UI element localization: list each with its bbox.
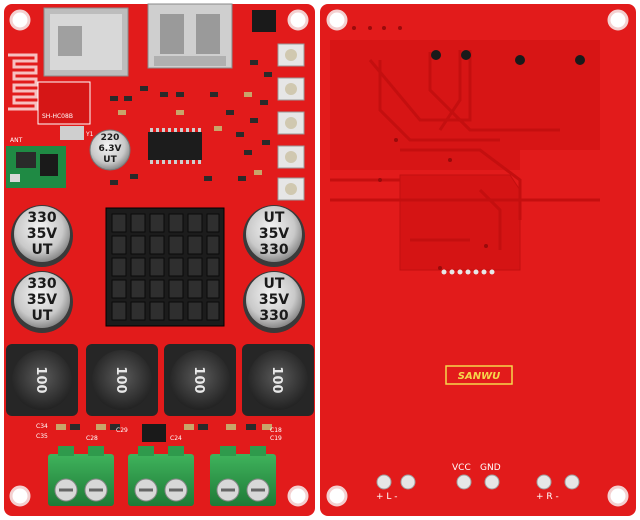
back-board: SANWU VCC GND + L - + R -: [320, 4, 636, 516]
cap-br-line3: 330: [259, 308, 288, 324]
header-pads: [441, 269, 495, 275]
cap-br-line1: UT: [264, 276, 285, 292]
cap-tr-line2: 35V: [259, 226, 289, 242]
crystal-label: Y1: [85, 131, 94, 138]
main-ic: [148, 132, 202, 160]
sanwu-logo: SANWU: [445, 365, 513, 385]
terminal-right: [210, 446, 276, 506]
capacitor-top-left: 330 35V UT: [11, 205, 73, 267]
back-mounting-holes: [326, 9, 629, 507]
cap-bl-line3: UT: [32, 308, 53, 324]
smd-components: [110, 60, 272, 185]
antenna-trace: [8, 53, 38, 111]
silk-c34: C34: [36, 423, 48, 430]
cap-bl-line1: 330: [27, 276, 56, 292]
copper-pour-center: [399, 174, 521, 271]
back-holes: [431, 50, 585, 65]
back-vias: [352, 26, 488, 270]
inductor-3-label: 100: [191, 366, 206, 393]
smd-caps-tan: [118, 92, 262, 175]
capacitor-bottom-right: UT 35V 330: [243, 271, 305, 333]
silk-c18: C18: [270, 427, 282, 434]
terminal-left: [48, 446, 114, 506]
dc-dc-module: [6, 146, 66, 188]
cap-tl-line1: 330: [27, 210, 56, 226]
cap-tr-line1: UT: [264, 210, 285, 226]
power-switch: [252, 10, 276, 32]
tactile-buttons: [277, 43, 305, 201]
module-label: SH-HC08B: [42, 113, 73, 120]
inductor-2: 100: [86, 344, 158, 416]
inductor-4: 100: [242, 344, 314, 416]
copper-pour-top: [330, 40, 600, 170]
silk-c28: C28: [86, 435, 98, 442]
silk-c19: C19: [270, 435, 282, 442]
left-channel-label: + L -: [376, 492, 398, 502]
cap-tl-line2: 35V: [27, 226, 57, 242]
capacitor-bottom-left: 330 35V UT: [11, 271, 73, 333]
small-cap-line3: UT: [103, 155, 117, 165]
heatsink: [105, 207, 225, 327]
bluetooth-module: [37, 81, 91, 125]
back-traces: [330, 50, 600, 250]
front-board: ANT SH-: [4, 3, 315, 516]
inductor-1-label: 100: [33, 366, 48, 393]
cap-tr-line3: 330: [259, 242, 288, 258]
cap-br-line2: 35V: [259, 292, 289, 308]
sd-card-slot: [43, 7, 129, 77]
bottom-smd-row: [56, 424, 272, 442]
terminal-center: [128, 446, 194, 506]
small-cap-line2: 6.3V: [99, 144, 122, 154]
front-mounting-holes: [9, 9, 309, 507]
vcc-label: VCC: [452, 463, 471, 473]
brand-text: SANWU: [458, 371, 500, 382]
inductor-3: 100: [164, 344, 236, 416]
cap-bl-line2: 35V: [27, 292, 57, 308]
crystal: [60, 126, 84, 140]
gnd-label: GND: [480, 463, 501, 473]
capacitor-top-right: UT 35V 330: [243, 205, 305, 267]
right-channel-label: + R -: [536, 492, 559, 502]
cap-tl-line3: UT: [32, 242, 53, 258]
silk-labels-bottom: C35 C34 C29 C28 C24 C18 C19: [36, 423, 282, 442]
silk-c24: C24: [170, 435, 182, 442]
small-cap-line1: 220: [101, 133, 120, 143]
inductor-2-label: 100: [113, 366, 128, 393]
silk-c29: C29: [116, 427, 128, 434]
back-solder-pads: [376, 474, 580, 490]
usb-port: [147, 3, 233, 69]
ant-label: ANT: [10, 137, 23, 144]
ic-pins: [150, 128, 201, 164]
inductor-1: 100: [6, 344, 78, 416]
inductor-4-label: 100: [269, 366, 284, 393]
small-capacitor: 220 6.3V UT: [89, 129, 131, 171]
silk-c35: C35: [36, 433, 48, 440]
